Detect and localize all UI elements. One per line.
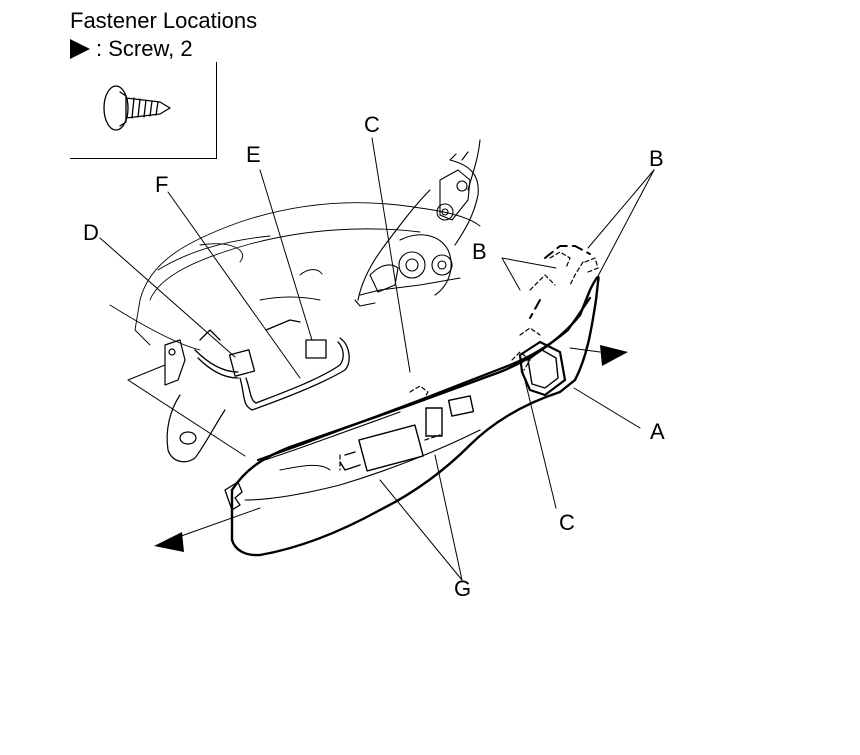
callout-c-bottom: C [559,510,575,535]
diagram-title: Fastener Locations [70,8,258,33]
callout-g: G [454,576,472,601]
legend-text: : Screw, 2 [96,36,193,61]
rear-tab [224,481,243,511]
screw-arrow-front [600,345,628,366]
outer-side-cover [230,275,600,557]
wire-harness [194,319,350,411]
callout-c-top: C [364,112,380,137]
front-bracket [164,339,226,463]
cover-dashed-top [529,245,591,319]
dashed-clips [339,251,599,471]
screw-arrow-rear [154,532,184,552]
screw-inset-box [70,62,217,159]
callout-b-mid: B [472,239,487,264]
callout-f: F [155,172,169,197]
cover-top-edge [256,296,592,462]
callout-e: E [246,142,261,167]
recliner-mechanism [354,139,481,307]
callout-b-top: B [649,146,664,171]
cover-inner-edge [244,411,481,501]
callout-a: A [650,419,665,444]
screw-arrow-icon [70,39,90,59]
callout-d: D [83,220,99,245]
seat-cushion-outline [109,202,481,351]
fastener-legend: : Screw, 2 [70,36,193,62]
screw-illustration [103,85,171,131]
leader-lines [99,137,655,581]
